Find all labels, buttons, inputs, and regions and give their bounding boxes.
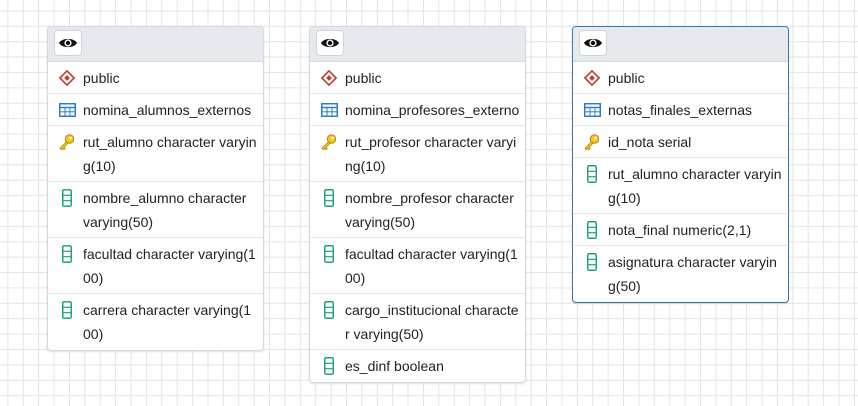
column-row[interactable]: cargo_institucional character varying(50… (310, 294, 525, 350)
toggle-visibility-button[interactable] (316, 30, 344, 56)
column-row[interactable]: es_dinf boolean (310, 350, 525, 382)
schema-row[interactable]: public (48, 62, 263, 94)
column-name: facultad character varying(100) (83, 246, 256, 286)
schema-name: public (345, 70, 382, 86)
column-icon (58, 186, 76, 210)
toggle-visibility-button[interactable] (54, 30, 82, 56)
column-row[interactable]: rut_alumno character varying(10) (573, 158, 788, 214)
column-icon (58, 298, 76, 322)
column-row[interactable]: nombre_profesor character varying(50) (310, 182, 525, 238)
table-node-nomina-profesores-externos[interactable]: public nomina_profesores_externos rut_pr… (309, 26, 526, 383)
column-row[interactable]: nota_final numeric(2,1) (573, 214, 788, 246)
column-name: nombre_profesor character varying(50) (345, 190, 514, 230)
schema-icon (58, 66, 76, 90)
column-name: facultad character varying(100) (345, 246, 518, 286)
eye-icon (321, 38, 339, 48)
table-name-row[interactable]: nomina_alumnos_externos (48, 94, 263, 126)
table-header (573, 27, 788, 62)
toggle-visibility-button[interactable] (579, 30, 607, 56)
column-name: nota_final numeric(2,1) (608, 222, 752, 238)
column-row[interactable]: nombre_alumno character varying(50) (48, 182, 263, 238)
table-header (48, 27, 263, 62)
column-name: cargo_institucional character varying(50… (345, 302, 519, 342)
schema-row[interactable]: public (310, 62, 525, 94)
column-row[interactable]: asignatura character varying(50) (573, 246, 788, 302)
table-icon (58, 98, 76, 122)
key-icon (583, 130, 601, 154)
column-icon (583, 162, 601, 186)
eye-icon (59, 38, 77, 48)
column-name: rut_alumno character varying(10) (608, 166, 782, 206)
column-name: rut_profesor character varying(10) (345, 134, 517, 174)
column-icon (320, 186, 338, 210)
column-row[interactable]: rut_alumno character varying(10) (48, 126, 263, 182)
column-row[interactable]: facultad character varying(100) (48, 238, 263, 294)
column-name: asignatura character varying(50) (608, 254, 777, 294)
schema-icon (320, 66, 338, 90)
table-name-row[interactable]: notas_finales_externas (573, 94, 788, 126)
column-name: id_nota serial (608, 134, 692, 150)
column-icon (320, 354, 338, 378)
column-row[interactable]: id_nota serial (573, 126, 788, 158)
schema-icon (583, 66, 601, 90)
table-node-notas-finales-externas[interactable]: public notas_finales_externas id_nota se… (572, 26, 789, 303)
column-icon (320, 242, 338, 266)
table-name: nomina_profesores_externos (345, 102, 519, 118)
key-icon (320, 130, 338, 154)
column-name: es_dinf boolean (345, 358, 444, 374)
table-node-nomina-alumnos-externos[interactable]: public nomina_alumnos_externos rut_alumn… (47, 26, 264, 351)
table-icon (320, 98, 338, 122)
column-name: nombre_alumno character varying(50) (83, 190, 247, 230)
column-row[interactable]: carrera character varying(100) (48, 294, 263, 350)
column-icon (320, 298, 338, 322)
table-header (310, 27, 525, 62)
column-icon (583, 218, 601, 242)
table-name: notas_finales_externas (608, 102, 752, 118)
table-name-row[interactable]: nomina_profesores_externos (310, 94, 525, 126)
key-icon (58, 130, 76, 154)
schema-name: public (608, 70, 645, 86)
column-row[interactable]: rut_profesor character varying(10) (310, 126, 525, 182)
column-name: carrera character varying(100) (83, 302, 252, 342)
column-name: rut_alumno character varying(10) (83, 134, 257, 174)
schema-name: public (83, 70, 120, 86)
eye-icon (584, 38, 602, 48)
table-icon (583, 98, 601, 122)
column-icon (583, 250, 601, 274)
column-icon (58, 242, 76, 266)
table-name: nomina_alumnos_externos (83, 102, 252, 118)
schema-row[interactable]: public (573, 62, 788, 94)
column-row[interactable]: facultad character varying(100) (310, 238, 525, 294)
